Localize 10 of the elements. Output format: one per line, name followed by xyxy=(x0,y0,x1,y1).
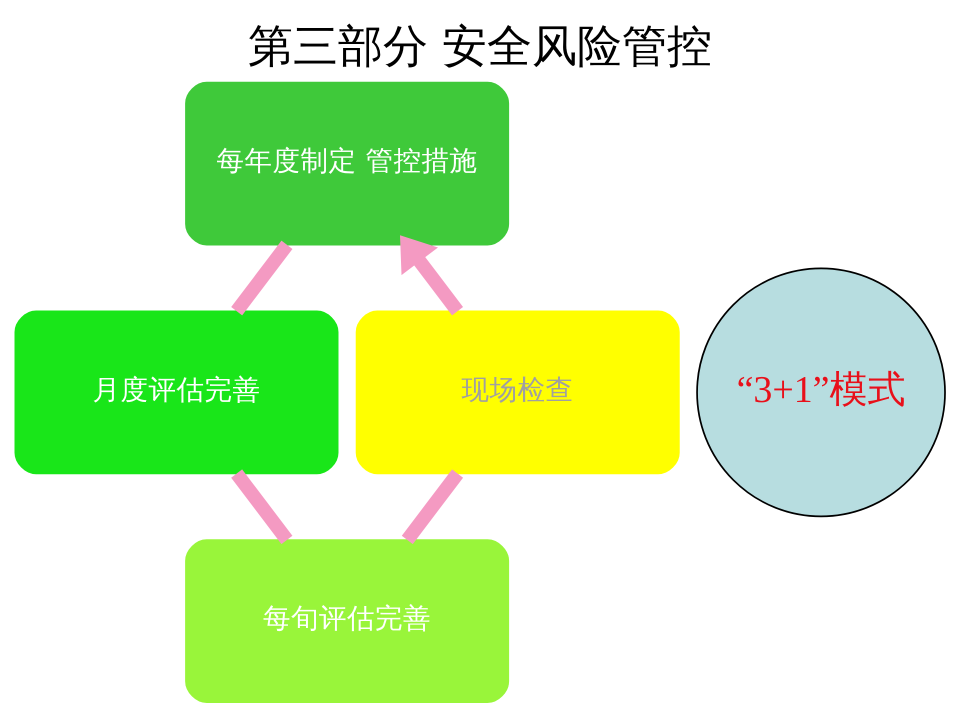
node-circle: “3+1”模式 xyxy=(696,267,946,517)
node-box: 每旬评估完善 xyxy=(185,538,510,702)
node-box: 现场检查 xyxy=(356,310,680,474)
node-box: 每年度制定 管控措施 xyxy=(185,81,510,246)
node-box: 月度评估完善 xyxy=(14,310,338,474)
connector xyxy=(402,468,464,544)
connector xyxy=(231,240,292,315)
connector xyxy=(231,468,292,544)
arrow xyxy=(400,234,464,315)
diagram-title: 第三部分 安全风险管控 xyxy=(248,19,712,72)
